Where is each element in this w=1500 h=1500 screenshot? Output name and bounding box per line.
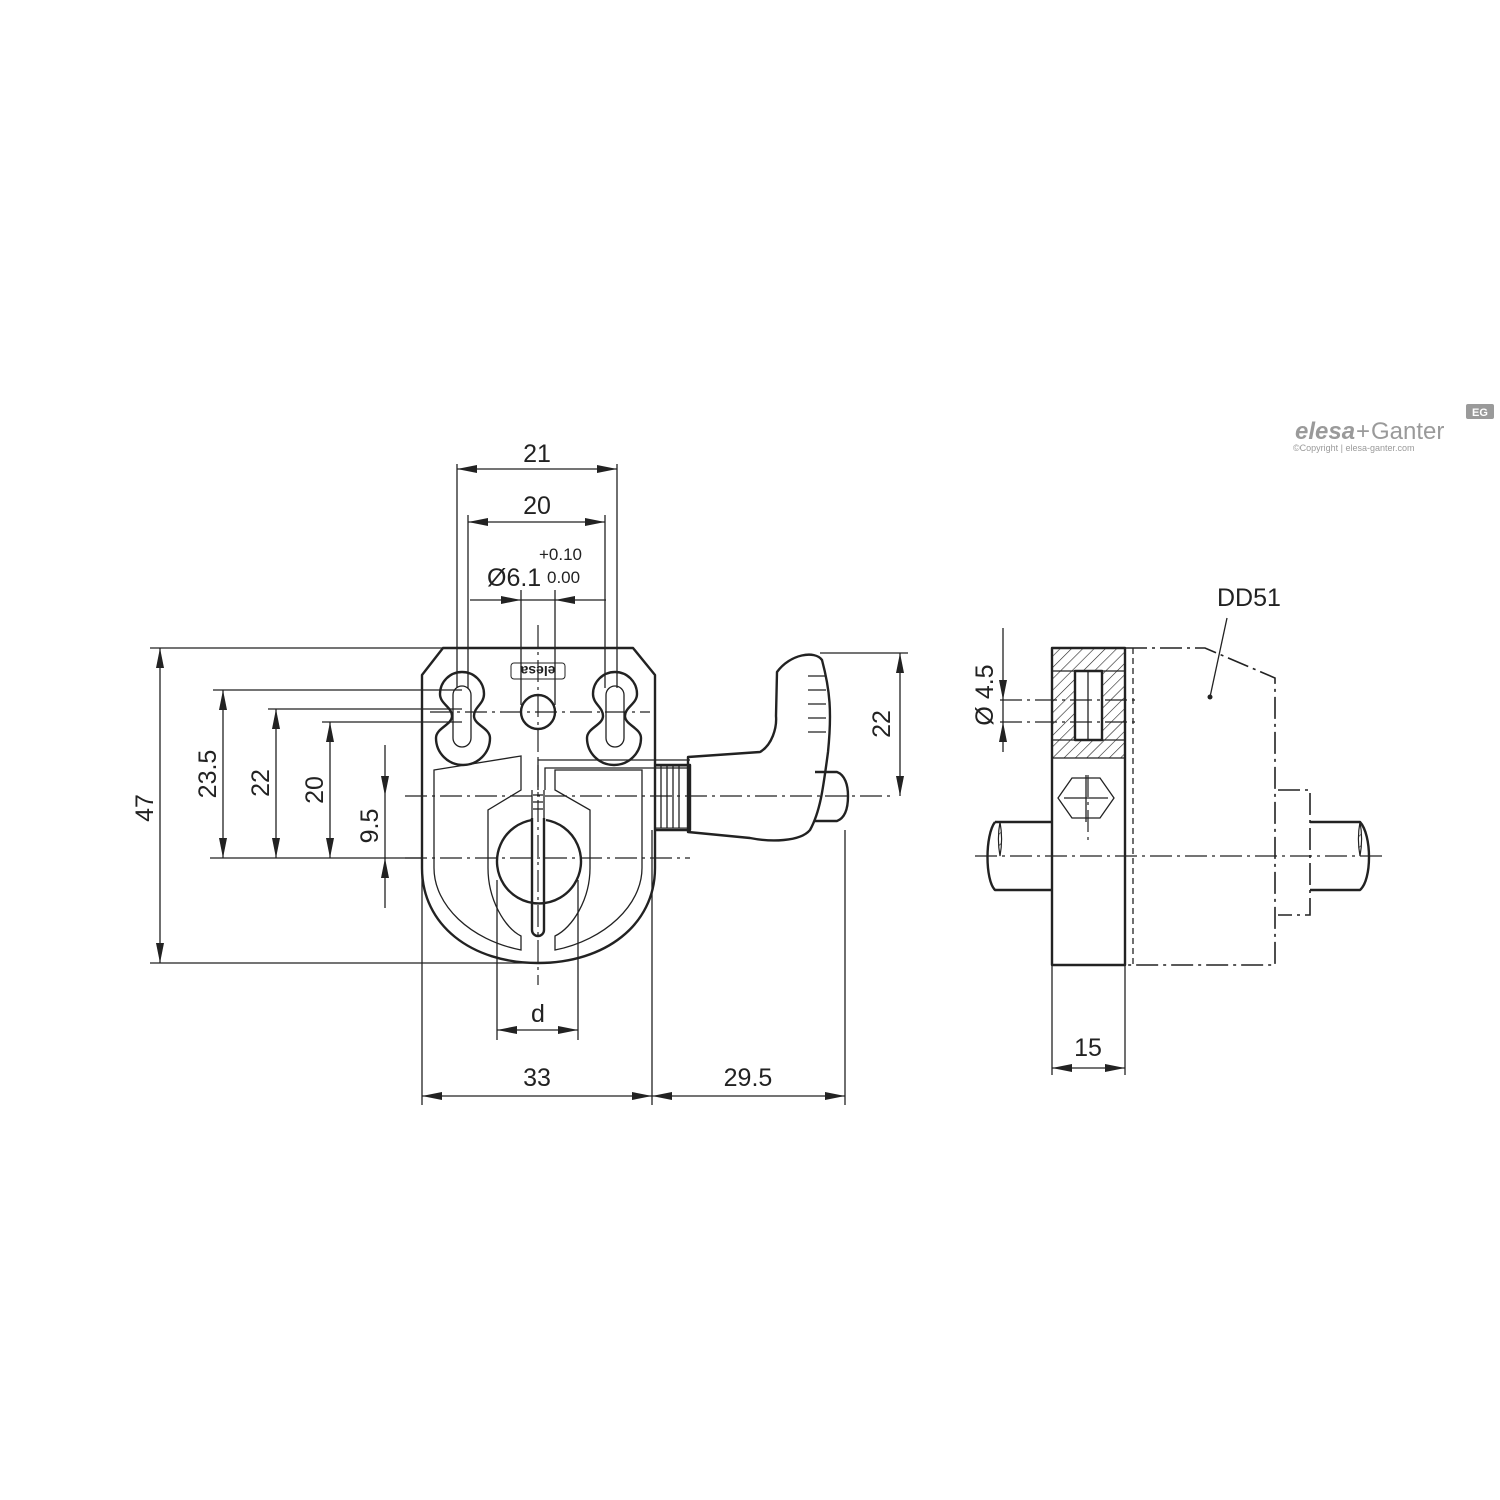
dim-slot-upper: 23.5 xyxy=(194,750,222,799)
pocket-left xyxy=(433,755,522,951)
hex-nut xyxy=(1057,777,1115,819)
dim-axis-offset: 9.5 xyxy=(356,809,384,844)
keyhole-slot-left xyxy=(434,670,492,767)
shaft-left xyxy=(986,821,1052,892)
dim-overall-height: 47 xyxy=(131,794,159,822)
lever-grip-ribs xyxy=(808,675,826,733)
dim-tol-lower: 0.00 xyxy=(547,568,580,587)
dim-bore: d xyxy=(531,1000,545,1028)
copyright-text: ©Copyright | elesa-ganter.com xyxy=(1293,443,1415,453)
dimension-lines xyxy=(156,465,904,1100)
side-view: Ø 4.5 15 DD51 xyxy=(971,584,1385,1075)
keyhole-slot-right xyxy=(585,670,643,767)
screw-tip xyxy=(815,770,850,823)
front-view: elesa xyxy=(131,440,908,1105)
clamping-lever xyxy=(686,653,832,842)
section-hatch-bottom xyxy=(1053,740,1124,758)
brand-badge: EG xyxy=(1472,407,1488,419)
brand-name: Ganter xyxy=(1371,418,1444,445)
knurl xyxy=(654,765,689,829)
screw-boss xyxy=(655,763,692,832)
brand-plus: + xyxy=(1356,418,1370,445)
section-hatch-right xyxy=(1102,671,1124,740)
dim-lever-height: 22 xyxy=(868,710,896,738)
clamp-bore xyxy=(495,818,583,905)
dim-side-thickness: 15 xyxy=(1074,1034,1102,1062)
dim-lever-reach: 29.5 xyxy=(724,1064,773,1092)
section-hatch-left xyxy=(1053,671,1075,740)
dim-pin-hole: Ø6.1 xyxy=(487,564,541,592)
clamp-side-body xyxy=(1050,646,1127,967)
knurl-lines xyxy=(660,766,680,828)
brand-mark: elesa xyxy=(1295,418,1355,445)
extension-lines xyxy=(150,464,908,1105)
dim-top-outer: 21 xyxy=(523,440,551,468)
dim-top-inner: 20 xyxy=(523,492,551,520)
dim-slot-mid: 22 xyxy=(247,769,275,797)
mounting-part-phantom xyxy=(1125,647,1276,966)
pocket-right xyxy=(554,769,643,951)
brand-badge-box xyxy=(1466,404,1494,419)
callout-dd51: DD51 xyxy=(1217,584,1281,612)
brand-logo: elesa + Ganter EG ©Copyright | elesa-gan… xyxy=(1293,404,1494,453)
clamp-body-outline xyxy=(420,646,657,965)
dim-side-hole: Ø 4.5 xyxy=(971,664,999,725)
dim-slot-lower: 20 xyxy=(301,776,329,804)
dim-body-width: 33 xyxy=(523,1064,551,1092)
section-hatch-top xyxy=(1053,649,1124,671)
dim-tol-upper: +0.10 xyxy=(539,545,582,564)
